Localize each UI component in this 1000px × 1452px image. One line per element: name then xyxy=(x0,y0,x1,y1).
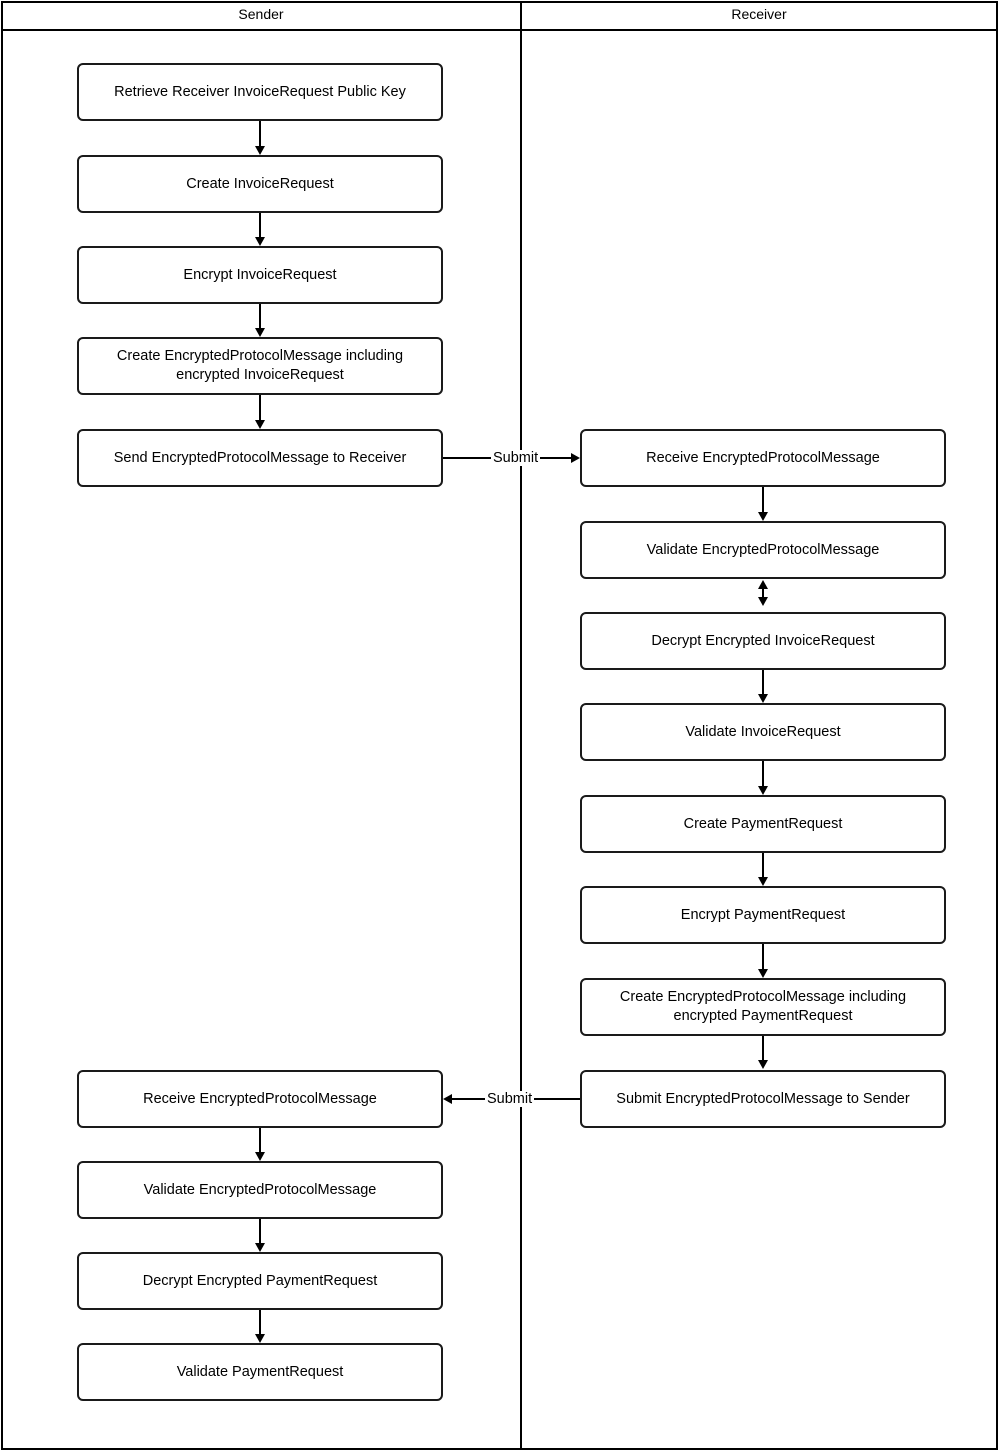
node-validate-encryptedprotocolmessage-sender[interactable]: Validate EncryptedProtocolMessage xyxy=(77,1161,443,1219)
connector-s4-s5-line xyxy=(259,395,261,420)
connector-s2-s3-line xyxy=(259,213,261,237)
node-validate-paymentrequest[interactable]: Validate PaymentRequest xyxy=(77,1343,443,1401)
lane-header-receiver: Receiver xyxy=(731,6,787,22)
connector-s6-s7-arrowhead xyxy=(254,1152,265,1161)
connector-r1-r2-arrowhead xyxy=(757,512,768,521)
node-receive-encryptedprotocolmessage-sender[interactable]: Receive EncryptedProtocolMessage xyxy=(77,1070,443,1128)
connector-s1-s2-arrowhead xyxy=(254,146,265,155)
connector-r3-r4-arrowhead xyxy=(757,694,768,703)
connector-r6-r7-line xyxy=(762,944,764,969)
node-validate-encryptedprotocolmessage-receiver[interactable]: Validate EncryptedProtocolMessage xyxy=(580,521,946,579)
connector-r2-r3-line xyxy=(762,585,764,597)
node-decrypt-encrypted-invoicerequest[interactable]: Decrypt Encrypted InvoiceRequest xyxy=(580,612,946,670)
connector-r2-r3-arrowhead-down xyxy=(757,597,768,606)
node-submit-encryptedprotocolmessage-to-sender[interactable]: Submit EncryptedProtocolMessage to Sende… xyxy=(580,1070,946,1128)
node-create-paymentrequest[interactable]: Create PaymentRequest xyxy=(580,795,946,853)
node-validate-invoicerequest[interactable]: Validate InvoiceRequest xyxy=(580,703,946,761)
node-decrypt-encrypted-paymentrequest[interactable]: Decrypt Encrypted PaymentRequest xyxy=(77,1252,443,1310)
connector-r5-r6-line xyxy=(762,853,764,877)
node-encrypt-invoicerequest[interactable]: Encrypt InvoiceRequest xyxy=(77,246,443,304)
node-retrieve-receiver-invoicerequest-public-key[interactable]: Retrieve Receiver InvoiceRequest Public … xyxy=(77,63,443,121)
connector-r4-r5-arrowhead xyxy=(757,786,768,795)
node-receive-encryptedprotocolmessage-receiver[interactable]: Receive EncryptedProtocolMessage xyxy=(580,429,946,487)
connector-r3-r4-line xyxy=(762,670,764,694)
edge-label-submit-to-sender: Submit xyxy=(485,1091,535,1107)
connector-submit-to-receiver-arrowhead xyxy=(571,452,580,463)
connector-r2-r3-arrowhead-up xyxy=(757,580,768,589)
connector-s8-s9-line xyxy=(259,1310,261,1334)
connector-r6-r7-arrowhead xyxy=(757,969,768,978)
connector-r5-r6-arrowhead xyxy=(757,877,768,886)
connector-r7-r8-line xyxy=(762,1036,764,1060)
connector-s1-s2-line xyxy=(259,121,261,146)
connector-r7-r8-arrowhead xyxy=(757,1060,768,1069)
connector-r1-r2-line xyxy=(762,487,764,512)
node-create-encryptedprotocolmessage-paymentrequest[interactable]: Create EncryptedProtocolMessage includin… xyxy=(580,978,946,1036)
connector-s2-s3-arrowhead xyxy=(254,237,265,246)
connector-r4-r5-line xyxy=(762,761,764,786)
connector-s6-s7-line xyxy=(259,1128,261,1152)
lane-header-sender: Sender xyxy=(238,6,284,22)
connector-s3-s4-line xyxy=(259,304,261,328)
connector-s8-s9-arrowhead xyxy=(254,1334,265,1343)
node-create-invoicerequest[interactable]: Create InvoiceRequest xyxy=(77,155,443,213)
node-send-encryptedprotocolmessage-to-receiver[interactable]: Send EncryptedProtocolMessage to Receive… xyxy=(77,429,443,487)
connector-s4-s5-arrowhead xyxy=(254,420,265,429)
node-encrypt-paymentrequest[interactable]: Encrypt PaymentRequest xyxy=(580,886,946,944)
connector-submit-to-sender-arrowhead xyxy=(443,1093,452,1104)
lane-header-band xyxy=(1,1,998,31)
connector-s7-s8-arrowhead xyxy=(254,1243,265,1252)
lane-divider xyxy=(520,1,522,1450)
connector-s3-s4-arrowhead xyxy=(254,328,265,337)
node-create-encryptedprotocolmessage-invoicerequest[interactable]: Create EncryptedProtocolMessage includin… xyxy=(77,337,443,395)
edge-label-submit-to-receiver: Submit xyxy=(491,450,541,466)
connector-s7-s8-line xyxy=(259,1219,261,1243)
